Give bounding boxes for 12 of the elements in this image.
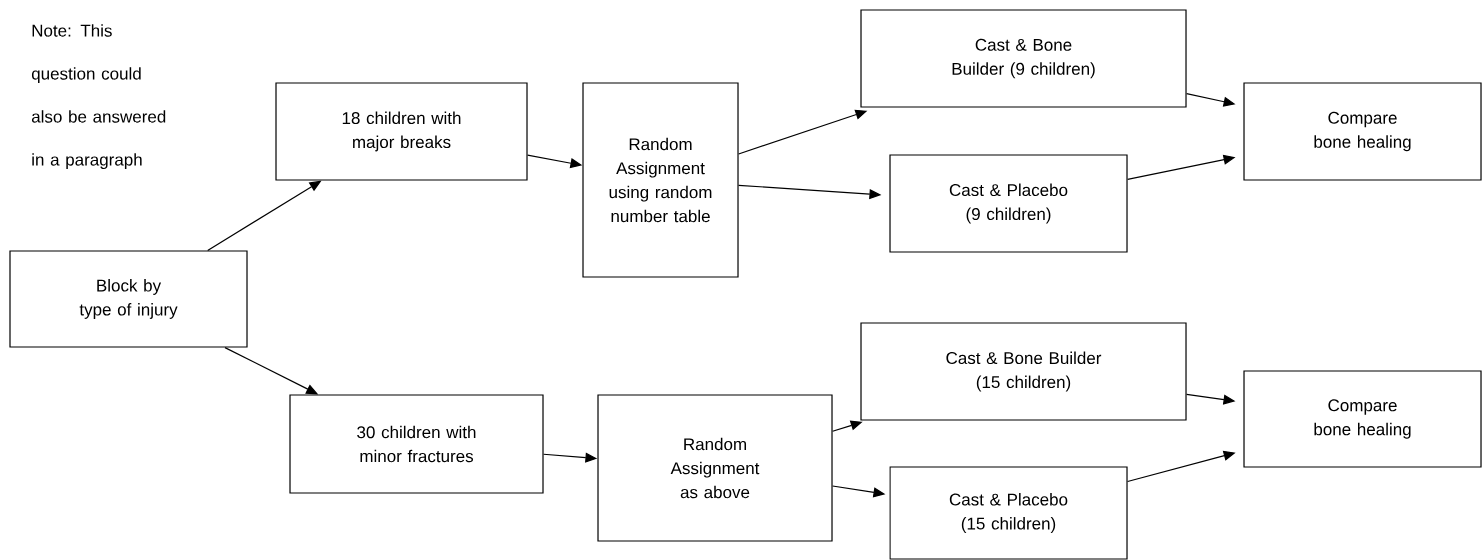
process-box: 18 children with major breaks [275, 82, 528, 181]
process-box: Cast & Bone Builder (15 children) [860, 322, 1187, 421]
process-box: 30 children with minor fractures [289, 394, 544, 494]
process-box: Block by type of injury [9, 250, 248, 348]
process-box: Cast & Placebo (9 children) [889, 154, 1128, 253]
note-text: Note: This question could also be answered in a paragraph [31, 24, 166, 170]
process-box: Cast & Placebo (15 children) [889, 466, 1128, 560]
process-box: Compare bone healing [1243, 370, 1482, 468]
process-box: Random Assignment using random number table [582, 82, 739, 278]
process-box: Compare bone healing [1243, 82, 1482, 181]
process-box: Random Assignment as above [597, 394, 833, 542]
process-box: Cast & Bone Builder (9 children) [860, 9, 1187, 108]
